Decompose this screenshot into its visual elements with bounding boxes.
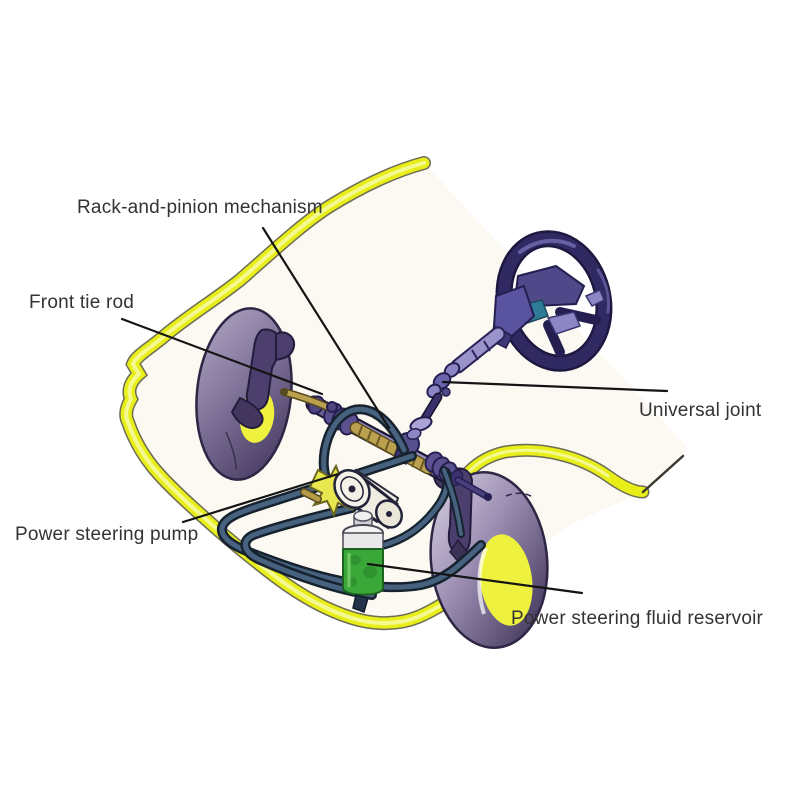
pump-pulley-front — [333, 469, 371, 509]
leader-lines — [120, 226, 669, 595]
label-power-steering-pump: Power steering pump — [15, 524, 199, 545]
label-power-steering-fluid-reservoir: Power steering fluid reservoir — [511, 608, 764, 629]
label-front-tie-rod: Front tie rod — [29, 292, 135, 313]
front-left-wheel — [195, 307, 296, 481]
left-steering-knuckle — [230, 328, 296, 430]
steering-wheel — [489, 230, 613, 372]
pump-pulley-rear — [375, 499, 403, 529]
hose-pressure-line — [217, 451, 486, 593]
label-rack-and-pinion-mechanism: Rack-and-pinion mechanism — [77, 197, 323, 218]
leader-rack-and-pinion — [261, 226, 391, 430]
steering-column-shaft — [450, 326, 506, 374]
hose-rack-to-knuckle — [440, 466, 465, 538]
leader-universal-joint — [441, 380, 669, 393]
leader-fluid-reservoir — [366, 562, 584, 595]
label-universal-joint: Universal joint — [639, 400, 762, 421]
right-wheel-hub-opening — [479, 534, 533, 626]
universal-joint-part — [409, 362, 461, 432]
leader-power-steering-pump — [181, 472, 340, 524]
fluid-reservoir-part — [342, 510, 384, 613]
car-body-outline — [119, 156, 479, 631]
front-tie-rod-part — [280, 388, 338, 413]
leader-front-tie-rod — [120, 317, 324, 396]
hose-return-line — [240, 503, 377, 600]
exposed-rack-teeth — [349, 421, 435, 475]
